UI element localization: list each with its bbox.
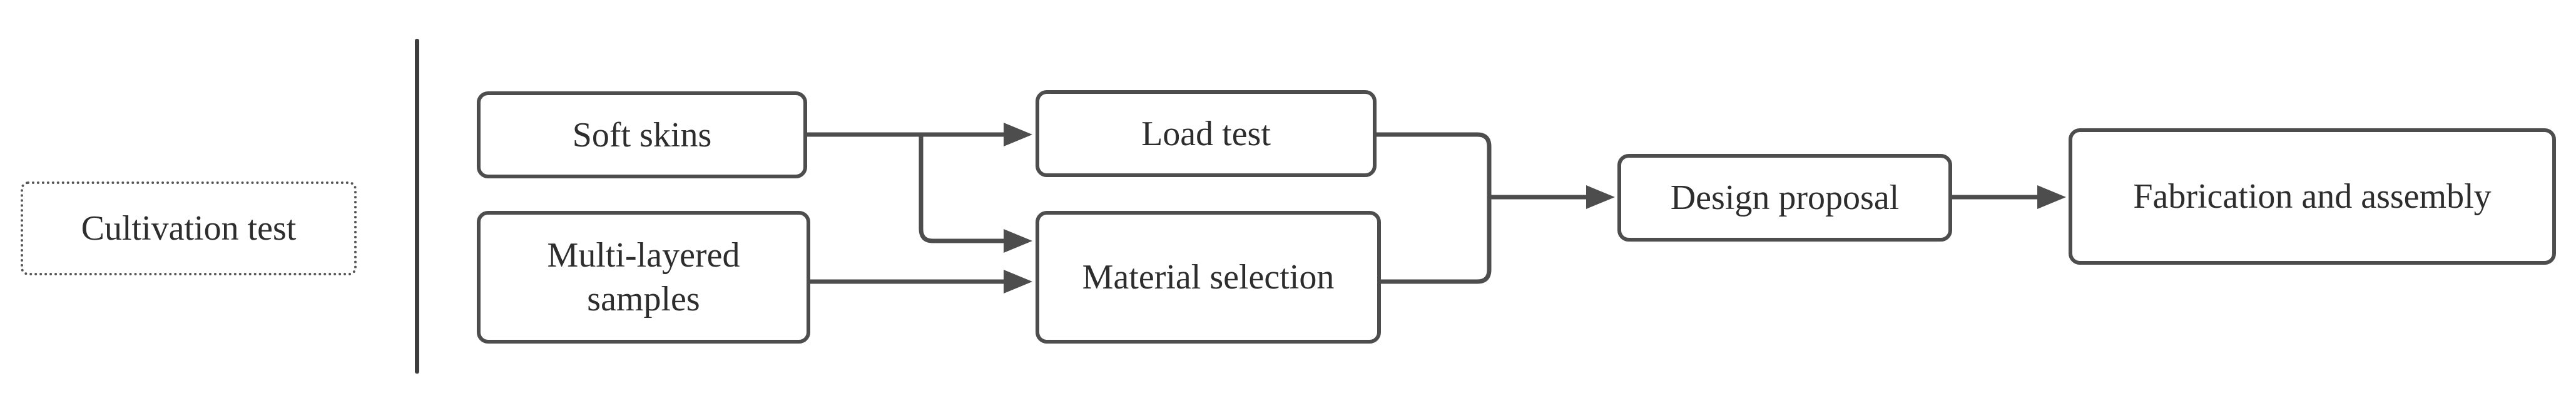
node-label: Soft skins: [572, 115, 712, 155]
node-label: Cultivation test: [81, 209, 297, 248]
divider-line: [415, 39, 419, 374]
arrowhead-icon: [1586, 185, 1615, 209]
node-multi-layered-samples: Multi-layered samples: [477, 211, 810, 344]
edge-merge-bracket: [1377, 132, 1492, 284]
arrowhead-icon: [2037, 185, 2066, 209]
node-cultivation-test: Cultivation test: [21, 181, 357, 275]
node-label: Load test: [1141, 114, 1271, 153]
node-design-proposal: Design proposal: [1617, 154, 1952, 242]
node-load-test: Load test: [1036, 90, 1377, 177]
node-label: Material selection: [1082, 258, 1335, 297]
node-fabrication-and-assembly: Fabrication and assembly: [2069, 128, 2556, 265]
node-label: Fabrication and assembly: [2133, 177, 2492, 216]
node-soft-skins: Soft skins: [477, 91, 807, 178]
arrowhead-icon: [1004, 123, 1032, 146]
arrowhead-icon: [1004, 270, 1032, 293]
edge-soft-skins-to-material-selection: [919, 135, 1004, 243]
node-material-selection: Material selection: [1036, 211, 1381, 344]
arrowhead-icon: [1004, 229, 1032, 253]
node-label: Multi-layered samples: [547, 236, 740, 319]
node-label: Design proposal: [1670, 178, 1900, 217]
